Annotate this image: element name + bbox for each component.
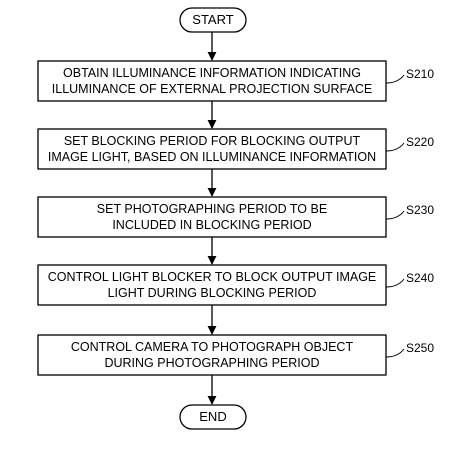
leader-line-s250 (385, 348, 405, 358)
process-text-line: CONTROL LIGHT BLOCKER TO BLOCK OUTPUT IM… (47, 270, 377, 284)
start-terminal (179, 7, 247, 33)
end-terminal-label: END (199, 409, 227, 424)
process-text-line: INCLUDED IN BLOCKING PERIOD (112, 218, 312, 232)
process-box-s230 (37, 196, 387, 238)
process-text-s240: CONTROL LIGHT BLOCKER TO BLOCK OUTPUT IM… (38, 265, 386, 305)
process-text-s250: CONTROL CAMERA TO PHOTOGRAPH OBJECT DURIN… (38, 335, 386, 375)
leader-line-s230 (385, 210, 405, 220)
step-id-s240: S240 (406, 271, 435, 285)
process-text-line: SET BLOCKING PERIOD FOR BLOCKING OUTPUT (63, 134, 361, 148)
process-box-s210 (37, 60, 387, 102)
process-text-s220: SET BLOCKING PERIOD FOR BLOCKING OUTPUT I… (38, 129, 386, 169)
step-id-s250: S250 (406, 341, 435, 355)
end-terminal (179, 404, 247, 430)
process-text-line: LIGHT DURING BLOCKING PERIOD (107, 286, 317, 300)
leader-line-s220 (385, 142, 405, 152)
process-box-s240 (37, 264, 387, 306)
process-text-line: SET PHOTOGRAPHING PERIOD TO BE (96, 202, 328, 216)
process-text-line: OBTAIN ILLUMINANCE INFORMATION INDICATIN… (63, 66, 361, 80)
step-id-s230: S230 (406, 203, 435, 217)
process-text-s210: OBTAIN ILLUMINANCE INFORMATION INDICATIN… (38, 61, 386, 101)
leader-line-s210 (385, 74, 405, 84)
leader-line-s240 (385, 278, 405, 288)
process-text-line: DURING PHOTOGRAPHING PERIOD (104, 356, 320, 370)
step-id-s220: S220 (406, 135, 435, 149)
process-box-s220 (37, 128, 387, 170)
process-text-line: IMAGE LIGHT, BASED ON ILLUMINANCE INFORM… (47, 150, 377, 164)
step-id-s210: S210 (406, 67, 435, 81)
process-text-s230: SET PHOTOGRAPHING PERIOD TO BE INCLUDED I… (38, 197, 386, 237)
process-text-line: CONTROL CAMERA TO PHOTOGRAPH OBJECT (70, 340, 354, 354)
process-text-line: ILLUMINANCE OF EXTERNAL PROJECTION SURFA… (51, 82, 373, 96)
start-terminal-label: START (192, 12, 234, 27)
